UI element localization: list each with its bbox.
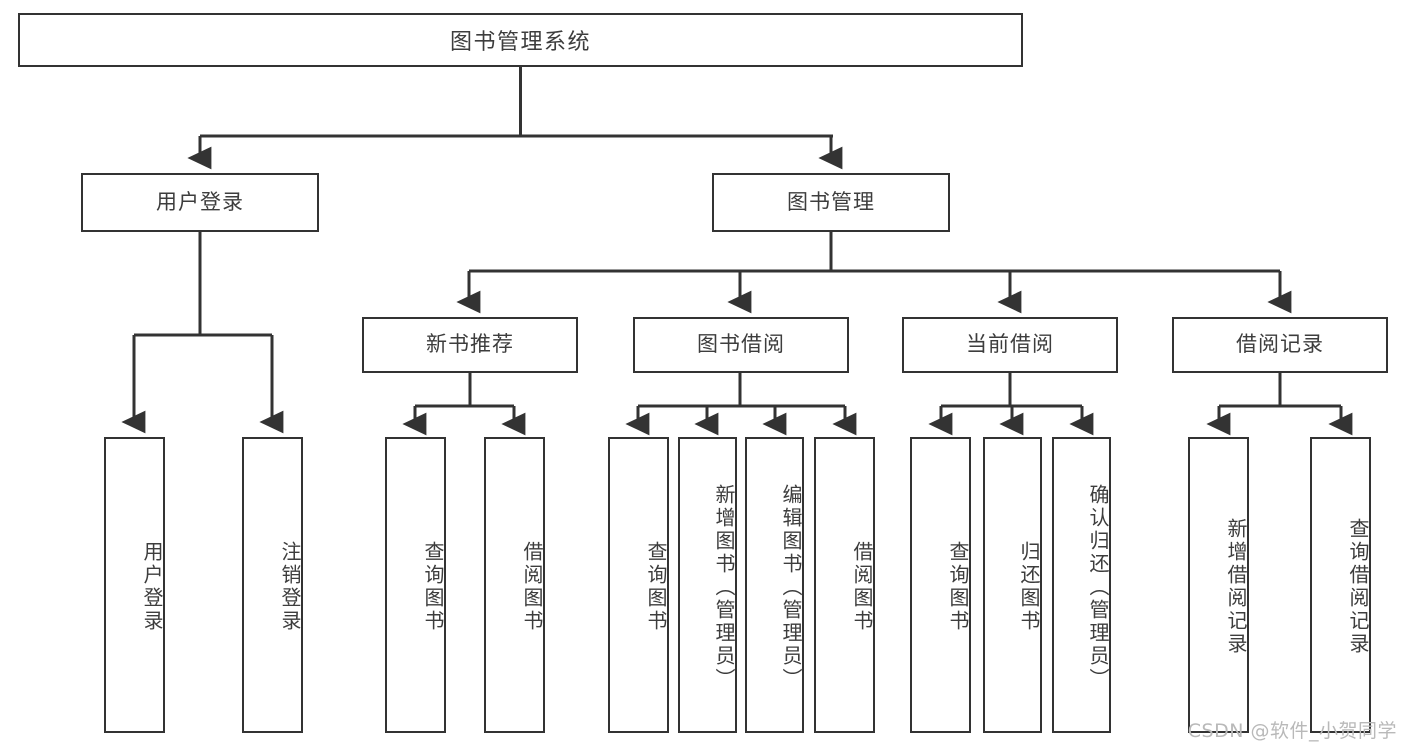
node-level2-0[interactable]: 用户登录	[81, 173, 319, 232]
node-label: 查询图书	[946, 541, 970, 633]
node-leaf-9[interactable]: 归还图书	[983, 437, 1042, 733]
node-label: 用户登录	[140, 541, 164, 633]
node-leaf-0[interactable]: 用户登录	[104, 437, 165, 733]
node-leaf-12[interactable]: 查询借阅记录	[1310, 437, 1371, 733]
node-label: 图书管理系统	[449, 30, 591, 55]
node-label: 查询图书	[421, 541, 445, 633]
node-label: 借阅图书	[520, 541, 544, 633]
node-label: 图书借阅	[697, 332, 785, 357]
node-label: 新增图书（管理员）	[712, 483, 736, 691]
csdn-watermark: CSDN @软件_小贺同学	[1187, 720, 1397, 742]
node-leaf-10[interactable]: 确认归还（管理员）	[1052, 437, 1111, 733]
node-root[interactable]: 图书管理系统	[18, 13, 1023, 67]
node-leaf-3[interactable]: 借阅图书	[484, 437, 545, 733]
node-leaf-8[interactable]: 查询图书	[910, 437, 971, 733]
node-level2-1[interactable]: 图书管理	[712, 173, 950, 232]
node-leaf-7[interactable]: 借阅图书	[814, 437, 875, 733]
node-label: 新书推荐	[426, 332, 514, 357]
node-level3-1[interactable]: 图书借阅	[633, 317, 849, 373]
node-leaf-4[interactable]: 查询图书	[608, 437, 669, 733]
node-label: 查询图书	[644, 541, 668, 633]
node-label: 编辑图书（管理员）	[779, 483, 803, 691]
node-leaf-11[interactable]: 新增借阅记录	[1188, 437, 1249, 733]
node-label: 确认归还（管理员）	[1086, 483, 1110, 691]
node-label: 查询借阅记录	[1346, 518, 1370, 656]
node-label: 用户登录	[156, 189, 244, 214]
node-label: 借阅记录	[1236, 332, 1324, 357]
node-label: 图书管理	[787, 189, 875, 214]
node-label: 新增借阅记录	[1224, 518, 1248, 656]
node-label: 当前借阅	[966, 332, 1054, 357]
node-leaf-1[interactable]: 注销登录	[242, 437, 303, 733]
node-level3-3[interactable]: 借阅记录	[1172, 317, 1388, 373]
node-level3-0[interactable]: 新书推荐	[362, 317, 578, 373]
node-label: 借阅图书	[850, 541, 874, 633]
node-label: 注销登录	[278, 541, 302, 633]
node-leaf-6[interactable]: 编辑图书（管理员）	[745, 437, 804, 733]
node-leaf-5[interactable]: 新增图书（管理员）	[678, 437, 737, 733]
node-leaf-2[interactable]: 查询图书	[385, 437, 446, 733]
node-label: 归还图书	[1017, 541, 1041, 633]
node-level3-2[interactable]: 当前借阅	[902, 317, 1118, 373]
